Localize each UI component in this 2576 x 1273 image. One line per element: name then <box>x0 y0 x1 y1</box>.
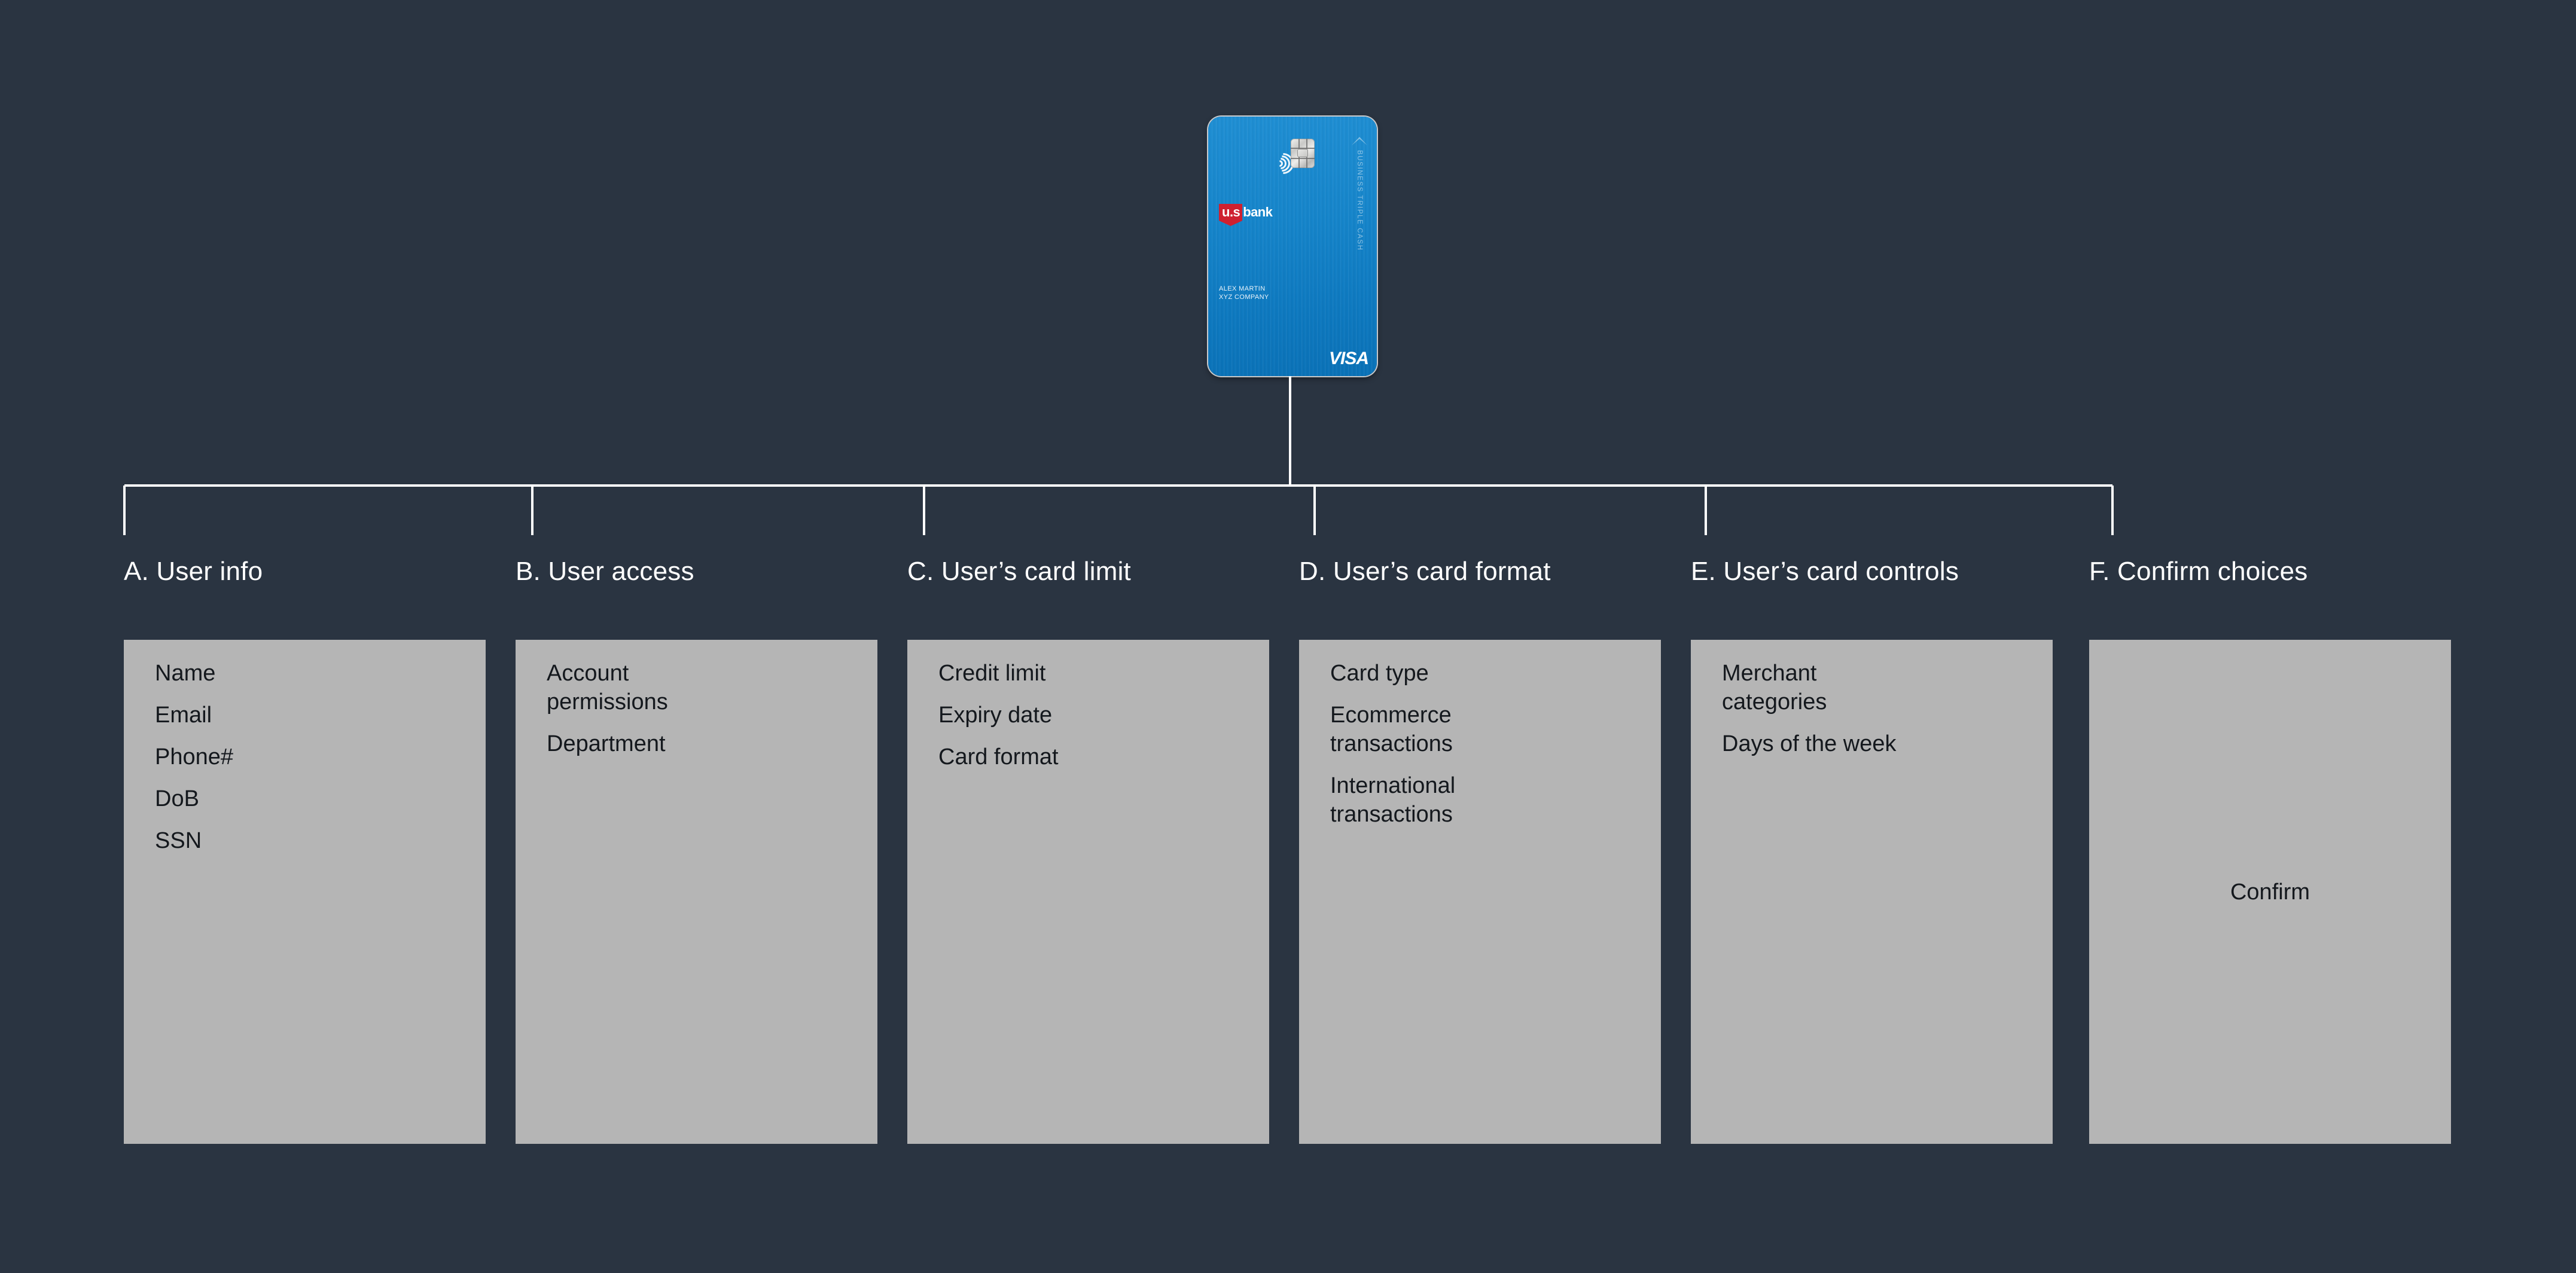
card-product-name: BUSINESS TRIPLE CASH <box>1356 150 1363 251</box>
contactless-payment-icon <box>1268 148 1298 179</box>
card-product-branding: BUSINESS TRIPLE CASH <box>1352 137 1367 286</box>
usbank-wordmark: bank <box>1243 204 1273 219</box>
list-item[interactable]: Phone# <box>155 744 234 770</box>
card-face: u.s bank BUSINESS TRIPLE CASH ALEX MARTI… <box>1208 117 1377 376</box>
list-item[interactable]: SSN <box>155 828 202 853</box>
list-item[interactable]: Days of the week <box>1722 731 1897 756</box>
column-f-panel[interactable]: Confirm <box>2089 640 2451 1144</box>
column-b-panel[interactable]: Account permissions Department <box>516 640 877 1144</box>
column-a-title: A. User info <box>124 557 263 586</box>
column-c-panel[interactable]: Credit limit Expiry date Card format <box>907 640 1269 1144</box>
column-b-user-access: B. User access Account permissions Depar… <box>516 556 877 1144</box>
column-c-card-limit: C. User’s card limit Credit limit Expiry… <box>907 556 1269 1144</box>
card-holder-block: ALEX MARTIN XYZ COMPANY <box>1219 285 1269 301</box>
column-a-user-info: A. User info Name Email Phone# DoB SSN <box>124 556 486 1144</box>
column-b-title: B. User access <box>516 557 694 586</box>
column-c-title: C. User’s card limit <box>907 557 1131 586</box>
list-item[interactable]: Card format <box>938 744 1059 770</box>
column-d-title: D. User’s card format <box>1299 557 1551 586</box>
column-e-title: E. User’s card controls <box>1691 557 1959 586</box>
column-e-card-controls: E. User’s card controls Merchant categor… <box>1691 556 2053 1144</box>
emv-chip-icon <box>1291 139 1315 168</box>
visa-logo: VISA <box>1328 349 1369 368</box>
usbank-shield-mark: u.s <box>1219 204 1243 221</box>
card-holder-name: ALEX MARTIN <box>1219 285 1266 292</box>
column-f-confirm: F. Confirm choices Confirm <box>2089 556 2451 1144</box>
list-item[interactable]: International transactions <box>1330 773 1456 827</box>
column-f-title: F. Confirm choices <box>2089 557 2308 586</box>
column-a-panel[interactable]: Name Email Phone# DoB SSN <box>124 640 486 1144</box>
list-item[interactable]: Ecommerce transactions <box>1330 703 1453 756</box>
credit-card-graphic: u.s bank BUSINESS TRIPLE CASH ALEX MARTI… <box>1208 117 1377 376</box>
list-item[interactable]: Card type <box>1330 661 1429 686</box>
column-d-panel[interactable]: Card type Ecommerce transactions Interna… <box>1299 640 1661 1144</box>
column-d-card-format: D. User’s card format Card type Ecommerc… <box>1299 556 1661 1144</box>
list-item[interactable]: DoB <box>155 786 199 811</box>
list-item[interactable]: Account permissions <box>547 661 668 715</box>
list-item[interactable]: Email <box>155 703 212 728</box>
confirm-button[interactable]: Confirm <box>2230 879 2310 905</box>
list-item[interactable]: Name <box>155 661 216 686</box>
usbank-logo: u.s bank <box>1219 204 1273 221</box>
list-item[interactable]: Department <box>547 731 666 756</box>
card-holder-company: XYZ COMPANY <box>1219 293 1269 301</box>
list-item[interactable]: Expiry date <box>938 703 1053 728</box>
list-item[interactable]: Credit limit <box>938 661 1046 686</box>
column-e-panel[interactable]: Merchant categories Days of the week <box>1691 640 2053 1144</box>
list-item[interactable]: Merchant categories <box>1722 661 1827 715</box>
chevron-up-icon <box>1352 137 1367 145</box>
